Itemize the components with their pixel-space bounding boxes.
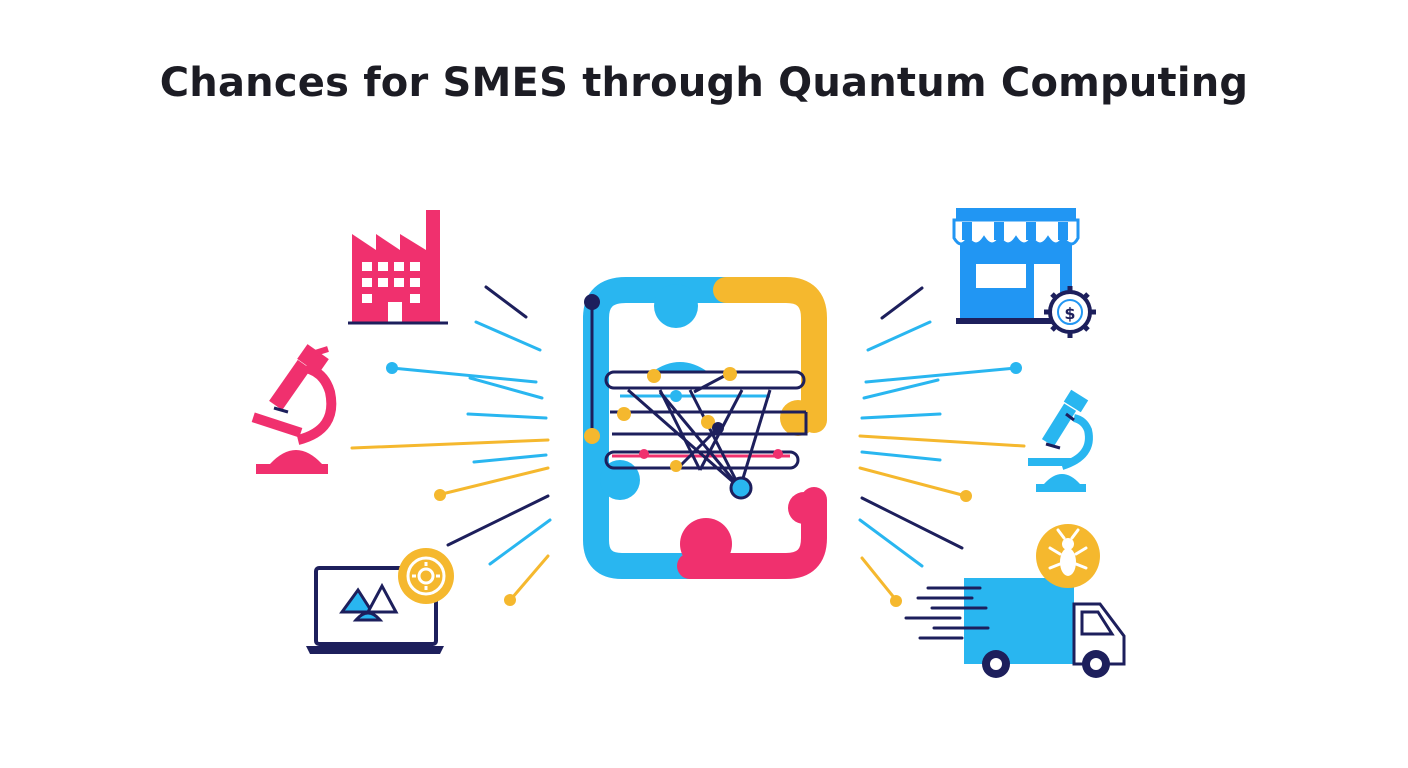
circuit-connectors: [610, 372, 772, 490]
ray: [880, 286, 924, 320]
microscope-icon: [251, 344, 337, 474]
ray: [866, 320, 932, 352]
knob-cyan: [654, 284, 698, 328]
ray: [864, 366, 1018, 384]
node: [701, 415, 715, 429]
ray: [390, 366, 538, 384]
ray: [860, 412, 942, 420]
microscope-icon: [1028, 389, 1093, 492]
factory-icon: [348, 210, 448, 325]
svg-text:$: $: [1064, 304, 1075, 323]
node: [647, 369, 661, 383]
delivery-truck-icon: [904, 578, 1126, 678]
bug-badge-icon: [1036, 524, 1100, 588]
ray-dot: [434, 489, 446, 501]
node: [584, 428, 600, 444]
ray: [862, 378, 940, 400]
ray: [440, 466, 550, 496]
right-rays: [858, 286, 1026, 607]
ray: [858, 434, 1026, 448]
node: [639, 449, 649, 459]
ray: [510, 554, 550, 600]
knob-pink-right: [788, 492, 820, 524]
ray: [350, 438, 550, 450]
quantum-circuit-puzzle-icon: [583, 277, 827, 579]
frame-cyan-left: [583, 305, 703, 579]
ray: [468, 376, 544, 400]
frame-pink: [677, 487, 827, 579]
ray: [472, 453, 548, 464]
node: [712, 422, 724, 434]
node: [584, 294, 600, 310]
ray: [860, 556, 898, 602]
frame-yellow: [713, 277, 827, 433]
knob-cyan-mid: [652, 362, 708, 372]
ray: [488, 518, 552, 566]
ray-dot: [386, 362, 398, 374]
ray: [860, 450, 942, 462]
storefront-icon: [952, 208, 1080, 324]
ray: [858, 518, 924, 568]
node: [723, 367, 737, 381]
ray-dot: [960, 490, 972, 502]
left-rays: [350, 285, 552, 606]
gear-badge-icon: [398, 548, 454, 604]
ray: [474, 320, 542, 352]
ray: [484, 285, 528, 319]
ray: [446, 494, 550, 547]
node: [773, 449, 783, 459]
ray-dot: [504, 594, 516, 606]
ray: [466, 412, 548, 420]
node: [617, 407, 631, 421]
node: [670, 460, 682, 472]
page-title: Chances for SMES through Quantum Computi…: [159, 60, 1249, 106]
knob-yellow: [780, 400, 816, 436]
ray-dot: [1010, 362, 1022, 374]
node-output: [729, 476, 753, 500]
ray-dot: [890, 595, 902, 607]
knob-pink-bottom: [680, 518, 732, 570]
circuit-bar-top: [604, 370, 806, 390]
knob-cyan-left: [600, 460, 640, 500]
dollar-gear-icon: $: [1044, 286, 1096, 338]
ray: [858, 466, 968, 498]
node: [670, 390, 682, 402]
ray: [860, 496, 964, 550]
